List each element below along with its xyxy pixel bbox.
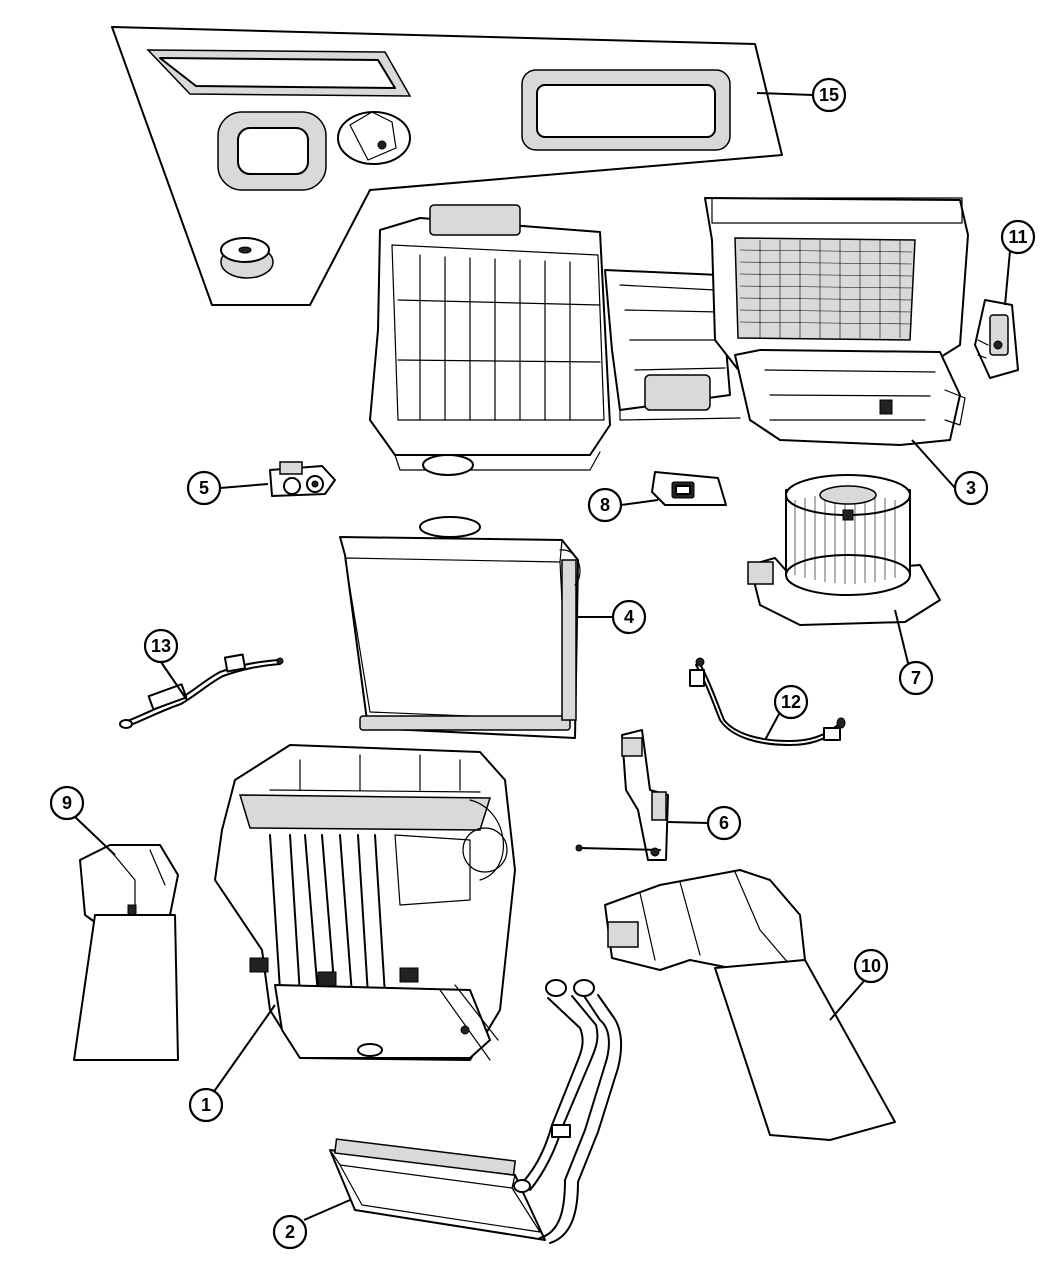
housing-ribs xyxy=(269,834,386,996)
callout-4: 4 xyxy=(611,599,647,635)
callout-7: 7 xyxy=(898,660,934,696)
callout-3: 3 xyxy=(953,470,989,506)
callout-11-label: 11 xyxy=(1008,227,1027,247)
callout-6-label: 6 xyxy=(719,813,729,833)
leader-6 xyxy=(667,821,709,824)
left-floor-duct xyxy=(73,844,179,1061)
blower-motor xyxy=(747,474,941,626)
callout-12: 12 xyxy=(773,684,809,720)
wiring-harness xyxy=(689,657,846,746)
callout-13: 13 xyxy=(143,628,179,664)
callout-5: 5 xyxy=(186,470,222,506)
callout-1: 1 xyxy=(188,1087,224,1123)
leader-11 xyxy=(1004,250,1011,306)
cabin-filter-mesh xyxy=(739,240,913,338)
callout-4-label: 4 xyxy=(624,607,634,627)
leader-13 xyxy=(160,661,188,701)
callout-8-label: 8 xyxy=(600,495,610,515)
heater-core xyxy=(329,979,623,1244)
sensor-bracket xyxy=(575,729,669,861)
callout-15: 15 xyxy=(811,77,847,113)
leader-8 xyxy=(620,499,659,506)
callout-3-label: 3 xyxy=(966,478,976,498)
evaporator-core xyxy=(339,516,581,739)
leader-3 xyxy=(911,439,956,489)
leader-7 xyxy=(894,609,909,664)
callout-10-label: 10 xyxy=(861,956,881,976)
callout-2-label: 2 xyxy=(285,1222,295,1242)
callout-9: 9 xyxy=(49,785,85,821)
upper-hvac-housing xyxy=(369,197,969,476)
blower-motor-resistor xyxy=(651,471,727,506)
leader-15 xyxy=(756,92,814,96)
callout-2: 2 xyxy=(272,1214,308,1250)
callout-7-label: 7 xyxy=(911,668,921,688)
leader-2 xyxy=(303,1199,351,1221)
leader-10 xyxy=(829,980,865,1021)
right-floor-duct xyxy=(604,869,896,1141)
leader-5 xyxy=(219,483,269,489)
callout-15-label: 15 xyxy=(819,85,839,105)
callout-6: 6 xyxy=(706,805,742,841)
callout-11: 11 xyxy=(1000,219,1036,255)
leader-12 xyxy=(764,713,780,741)
leader-1 xyxy=(212,1004,276,1094)
main-hvac-housing xyxy=(214,744,516,1061)
callout-5-label: 5 xyxy=(199,478,209,498)
expansion-valve xyxy=(269,461,336,497)
callout-8: 8 xyxy=(587,487,623,523)
leader-9 xyxy=(73,815,116,856)
seal-kit-panel xyxy=(111,26,783,306)
callout-13-label: 13 xyxy=(151,636,171,656)
leader-lines xyxy=(73,92,1011,1221)
callout-1-label: 1 xyxy=(201,1095,211,1115)
callout-10: 10 xyxy=(853,948,889,984)
callout-9-label: 9 xyxy=(62,793,72,813)
mode-door-actuator xyxy=(974,299,1019,379)
callout-12-label: 12 xyxy=(781,692,801,712)
evaporator-temp-sensor xyxy=(119,653,284,729)
